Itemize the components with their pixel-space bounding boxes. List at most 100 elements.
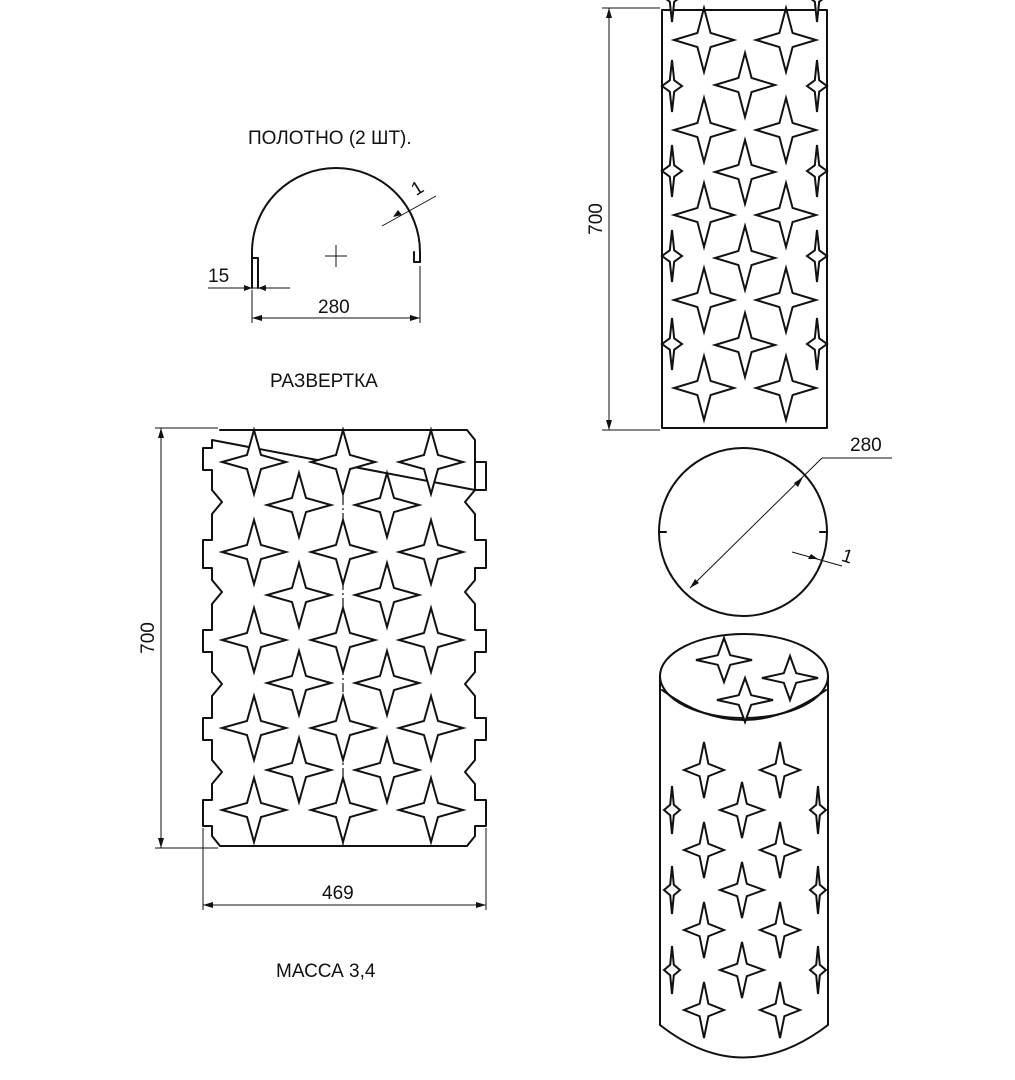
star-cutout <box>660 59 684 113</box>
star-cutout <box>351 734 423 806</box>
star-cutout <box>752 94 820 166</box>
arrow-head <box>690 579 699 588</box>
cylinder-isometric-view <box>659 633 829 1059</box>
cylinder-front-view: 700 <box>586 0 829 431</box>
blank-tab-dim: 15 <box>208 266 229 287</box>
star-cutout <box>665 0 679 23</box>
star-cutout <box>307 604 379 676</box>
arrow-head <box>606 8 612 18</box>
cylinder-star-cutouts <box>660 0 829 424</box>
unfold-width-dim: 469 <box>322 883 354 904</box>
unfold-title: РАЗВЕРТКА <box>270 371 378 392</box>
arrow-head <box>606 420 612 430</box>
star-cutout <box>757 821 803 879</box>
star-cutout <box>757 901 803 959</box>
star-cutout <box>670 264 738 336</box>
star-cutout <box>805 144 829 198</box>
star-cutout <box>218 774 290 846</box>
star-cutout <box>662 785 682 835</box>
star-cutout <box>808 945 828 995</box>
star-cutout <box>395 692 467 764</box>
blank-thickness-dim: 1 <box>408 177 428 200</box>
arrow-head <box>244 285 252 291</box>
unfold-view: РАЗВЕРТКА 700 469 МАССА 3,4 <box>138 371 487 982</box>
star-cutout <box>670 94 738 166</box>
star-cutout <box>662 945 682 995</box>
arrow-head <box>252 315 262 321</box>
arrow-head <box>410 315 420 321</box>
diameter-leader <box>689 457 823 589</box>
star-cutout <box>307 774 379 846</box>
star-cutout <box>761 653 819 703</box>
star-cutout <box>395 516 467 588</box>
star-cutout <box>395 604 467 676</box>
blank-width-dim: 280 <box>318 297 350 318</box>
cylinder-outline <box>661 9 828 429</box>
star-cutout <box>716 675 774 725</box>
star-cutout <box>681 981 727 1039</box>
star-cutout <box>757 741 803 799</box>
star-cutout <box>711 222 779 294</box>
star-cutout <box>660 144 684 198</box>
star-cutout <box>752 179 820 251</box>
star-cutout <box>711 309 779 381</box>
star-cutout <box>660 317 684 371</box>
star-cutout <box>681 901 727 959</box>
star-cutout <box>717 941 767 999</box>
star-cutout <box>263 469 335 541</box>
star-cutout <box>670 4 738 76</box>
star-cutout <box>395 426 467 498</box>
star-cutout <box>681 741 727 799</box>
arrow-head <box>203 902 213 908</box>
star-cutout <box>307 692 379 764</box>
blank-notch-left <box>251 257 259 289</box>
star-cutout <box>351 559 423 631</box>
star-cutout <box>218 516 290 588</box>
iso-star-cutouts <box>662 635 828 1039</box>
star-cutout <box>307 516 379 588</box>
circle-thickness-dim: 1 <box>839 545 856 568</box>
cylinder-height-dim: 700 <box>586 203 607 235</box>
star-cutout <box>711 136 779 208</box>
star-cutout <box>395 774 467 846</box>
unfold-height-dim: 700 <box>138 622 159 654</box>
blank-title: ПОЛОТНО (2 ШТ). <box>248 128 412 149</box>
iso-body-outline <box>659 675 829 1059</box>
star-cutout <box>660 229 684 283</box>
star-cutout <box>717 861 767 919</box>
star-cutout <box>808 785 828 835</box>
star-cutout <box>805 317 829 371</box>
star-cutout <box>218 426 290 498</box>
star-cutout <box>218 604 290 676</box>
star-cutout <box>351 647 423 719</box>
star-cutout <box>695 635 753 685</box>
star-cutout <box>810 0 824 23</box>
blank-profile-view: ПОЛОТНО (2 ШТ). 1 15 280 <box>208 128 437 323</box>
star-cutout <box>218 692 290 764</box>
star-cutout <box>263 559 335 631</box>
unfold-outline <box>202 429 487 847</box>
arrow-head <box>808 554 818 559</box>
unfold-star-cutouts <box>218 426 467 846</box>
thickness-leader <box>381 195 437 227</box>
star-cutout <box>757 981 803 1039</box>
star-cutout <box>307 426 379 498</box>
star-cutout <box>351 469 423 541</box>
star-cutout <box>670 179 738 251</box>
arrow-head <box>476 902 486 908</box>
arrow-head <box>794 477 803 487</box>
star-cutout <box>263 734 335 806</box>
blank-notch-right <box>413 251 421 263</box>
star-cutout <box>263 647 335 719</box>
mass-label: МАССА 3,4 <box>276 961 376 982</box>
blank-arc <box>251 167 421 289</box>
cylinder-circle <box>658 447 828 617</box>
arrow-head <box>158 428 164 438</box>
star-cutout <box>808 865 828 915</box>
star-cutout <box>805 229 829 283</box>
cylinder-top-view: 280 1 <box>658 435 892 617</box>
star-cutout <box>711 49 779 121</box>
star-cutout <box>805 59 829 113</box>
arrow-head <box>258 285 266 291</box>
